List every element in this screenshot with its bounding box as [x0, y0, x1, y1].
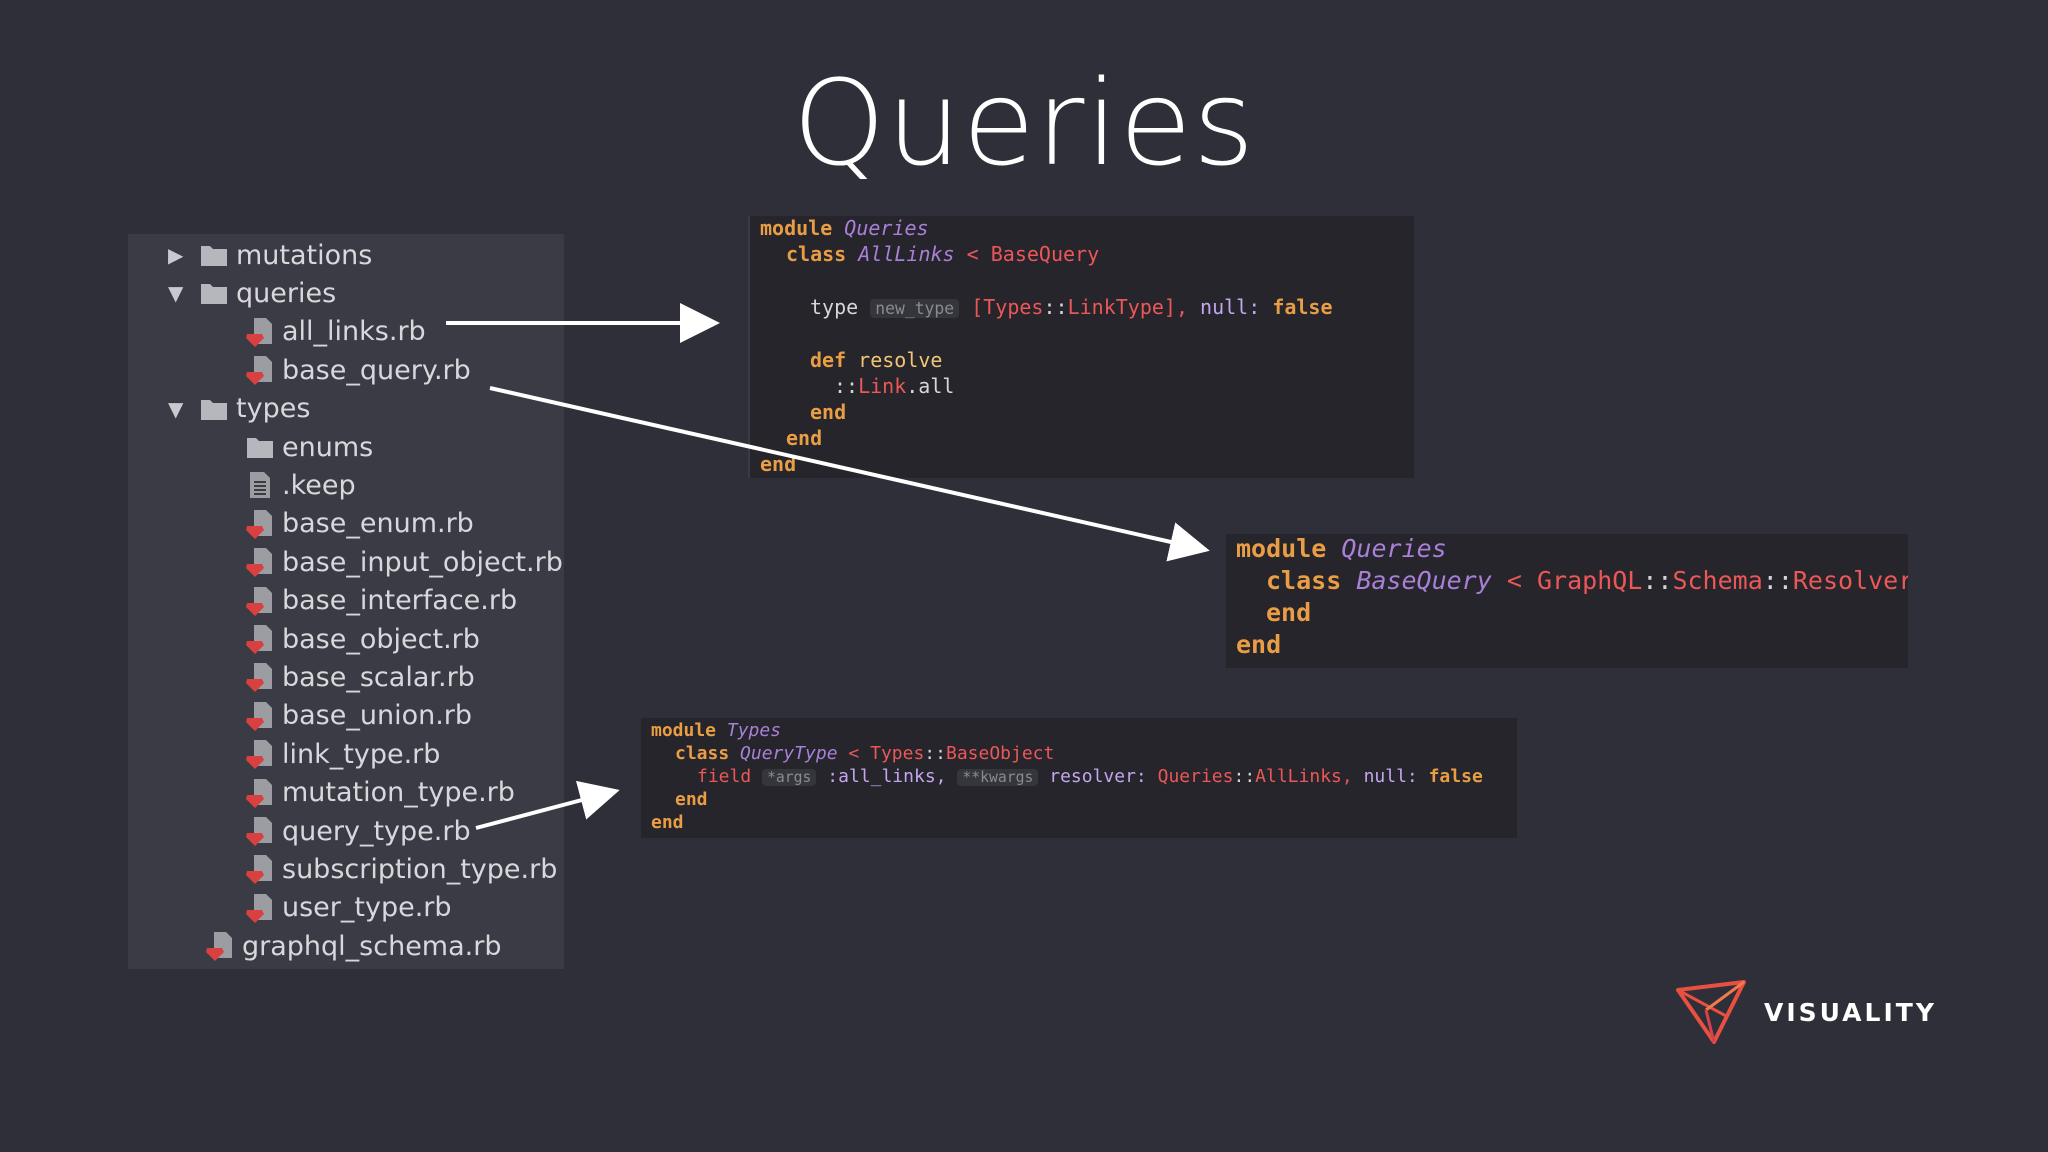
- tree-item-label: graphql_schema.rb: [242, 930, 502, 962]
- ruby-file-icon: [206, 931, 234, 962]
- tree-item-label: base_object.rb: [282, 623, 480, 655]
- project-file-tree: ▶ mutations ▼ queries all_links.rb base_query…: [128, 234, 564, 969]
- code-line: end: [786, 426, 823, 450]
- code-line: class BaseQuery < GraphQL::Schema::Resol…: [1266, 566, 1908, 595]
- visuality-logo-icon: [1676, 980, 1746, 1044]
- ruby-file-icon: [246, 662, 274, 693]
- slide-title: Queries: [792, 54, 1256, 192]
- tree-item-label: types: [236, 393, 311, 425]
- tree-item[interactable]: base_query.rb: [246, 351, 471, 389]
- tree-item[interactable]: base_object.rb: [246, 620, 480, 658]
- tree-item-label: subscription_type.rb: [282, 853, 558, 885]
- folder-icon: [200, 240, 228, 270]
- tree-item[interactable]: user_type.rb: [246, 889, 452, 927]
- tree-item-label: base_query.rb: [282, 354, 471, 386]
- collapse-arrow-icon[interactable]: ▼: [168, 396, 184, 421]
- ruby-file-icon: [246, 739, 274, 770]
- text-file-icon: [246, 470, 274, 500]
- ruby-file-icon: [246, 701, 274, 731]
- ruby-file-icon: [246, 854, 274, 885]
- code-line: module Types: [651, 720, 782, 741]
- tree-item-label: base_input_object.rb: [282, 546, 563, 578]
- tree-item-label: user_type.rb: [282, 892, 452, 924]
- tree-item-label: base_enum.rb: [282, 508, 474, 540]
- tree-item-label: mutation_type.rb: [282, 777, 515, 809]
- ruby-file-icon: [246, 586, 274, 616]
- tree-item[interactable]: ▶ mutations: [168, 236, 372, 274]
- code-line: module Queries: [1236, 534, 1447, 563]
- tree-item[interactable]: all_links.rb: [246, 313, 426, 351]
- tree-item-label: mutations: [236, 239, 373, 271]
- code-panel-all-links: module Queries class AllLinks < BaseQuer…: [748, 216, 1414, 478]
- tree-item-label: queries: [236, 277, 337, 309]
- tree-item[interactable]: base_union.rb: [246, 697, 472, 735]
- visuality-logo: VISUALITY: [1676, 980, 1937, 1044]
- tree-item[interactable]: query_type.rb: [246, 812, 471, 850]
- ruby-file-icon: [246, 624, 274, 654]
- code-panel-query-type: module Types class QueryType < Types::Ba…: [641, 718, 1517, 838]
- ruby-file-icon: [246, 355, 274, 386]
- tree-item-label: base_scalar.rb: [282, 661, 475, 693]
- code-line: end: [1236, 630, 1282, 659]
- tree-item[interactable]: ▼ queries: [168, 274, 336, 312]
- folder-icon: [246, 432, 274, 462]
- code-line: end: [810, 400, 847, 424]
- code-line: class AllLinks < BaseQuery: [786, 242, 1100, 266]
- tree-item-label: enums: [282, 431, 374, 463]
- folder-icon: [200, 394, 228, 424]
- tree-item[interactable]: link_type.rb: [246, 735, 440, 773]
- tree-item-label: link_type.rb: [282, 738, 441, 770]
- expand-arrow-icon[interactable]: ▶: [168, 243, 184, 267]
- tree-item[interactable]: .keep: [246, 466, 356, 504]
- ruby-file-icon: [246, 547, 274, 578]
- tree-item[interactable]: graphql_schema.rb: [206, 927, 501, 965]
- code-line: field *args :all_links, **kwargs resolve…: [697, 766, 1483, 787]
- tree-item-label: all_links.rb: [282, 316, 426, 348]
- tree-item[interactable]: mutation_type.rb: [246, 774, 515, 812]
- code-line: end: [1266, 598, 1312, 627]
- code-line: module Queries: [760, 216, 929, 240]
- ruby-file-icon: [246, 317, 274, 347]
- code-line: end: [760, 452, 797, 476]
- tree-item-label: query_type.rb: [282, 815, 471, 847]
- code-line: type new_type [Types::LinkType], null: f…: [810, 295, 1333, 319]
- folder-icon: [200, 278, 228, 308]
- ruby-file-icon: [246, 816, 274, 846]
- tree-item[interactable]: base_input_object.rb: [246, 543, 563, 581]
- tree-item[interactable]: base_scalar.rb: [246, 658, 475, 696]
- tree-item[interactable]: subscription_type.rb: [246, 850, 557, 888]
- tree-item-label: base_interface.rb: [282, 585, 518, 617]
- code-line: ::Link.all: [834, 374, 955, 398]
- tree-item[interactable]: ▼ types: [168, 390, 310, 428]
- code-line: end: [651, 812, 684, 833]
- tree-item-label: base_union.rb: [282, 700, 473, 732]
- tree-item[interactable]: enums: [246, 428, 373, 466]
- ruby-file-icon: [246, 893, 274, 923]
- code-line: end: [675, 789, 708, 810]
- tree-item-label: .keep: [282, 469, 356, 501]
- code-line: def resolve: [810, 348, 943, 372]
- ruby-file-icon: [246, 509, 274, 539]
- logo-text: VISUALITY: [1764, 997, 1937, 1027]
- tree-item[interactable]: base_interface.rb: [246, 582, 517, 620]
- code-panel-base-query: module Queries class BaseQuery < GraphQL…: [1226, 534, 1908, 668]
- ruby-file-icon: [246, 778, 274, 808]
- code-line: class QueryType < Types::BaseObject: [675, 743, 1055, 764]
- collapse-arrow-icon[interactable]: ▼: [168, 281, 184, 306]
- tree-item[interactable]: base_enum.rb: [246, 505, 474, 543]
